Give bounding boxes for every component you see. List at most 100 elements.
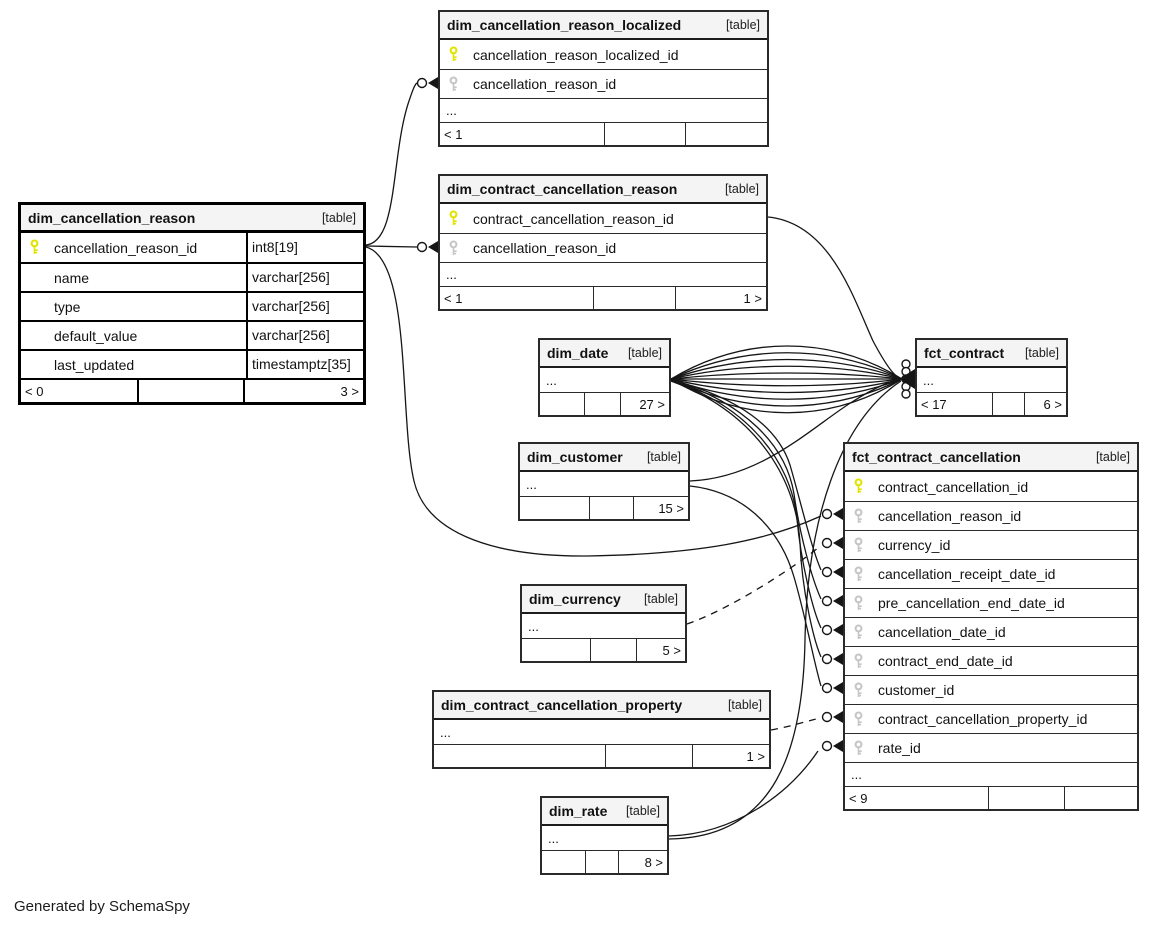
- primary-key-icon: [845, 478, 871, 495]
- foreign-key-icon: [440, 239, 466, 257]
- child-count-cell: 1 >: [674, 287, 766, 309]
- foreign-key-icon: [845, 681, 871, 699]
- table-node-dim_date[interactable]: dim_date[table]...27 >: [538, 338, 671, 417]
- fk-edge-dim_cancellation_reason.cancellation_reason_id--fct_contract_cancellation.cancellation_reason_id: [365, 246, 822, 557]
- table-type-tag: [table]: [1024, 346, 1059, 360]
- fk-edge-dim_customer--fct_contract_cancellation.customer_id: [689, 485, 822, 687]
- table-header[interactable]: dim_rate [table]: [542, 798, 667, 826]
- table-type-tag: [table]: [321, 210, 356, 225]
- ellipsis-label: ...: [526, 476, 537, 492]
- table-name[interactable]: dim_cancellation_reason: [28, 209, 196, 226]
- column-name: cancellation_receipt_date_id: [878, 566, 1056, 582]
- spacer-cell: [604, 745, 692, 767]
- table-name[interactable]: dim_cancellation_reason_localized: [447, 17, 682, 33]
- table-type-tag: [table]: [646, 450, 681, 464]
- table-node-dim_customer[interactable]: dim_customer [table]... 15 >: [518, 442, 690, 521]
- table-name[interactable]: dim_contract_cancellation_reason: [447, 181, 678, 197]
- table-name[interactable]: dim_customer: [527, 449, 623, 465]
- fk-edge-dim_currency--fct_contract_cancellation.currency_id: [686, 547, 819, 625]
- table-node-dim_contract_cancellation_property[interactable]: dim_contract_cancellation_property[table…: [432, 690, 771, 769]
- spacer-cell: [593, 287, 675, 309]
- column-name: cancellation_reason_id: [473, 240, 617, 256]
- table-node-dim_rate[interactable]: dim_rate[table]...8 >: [540, 796, 669, 875]
- column-name: currency_id: [878, 537, 951, 553]
- table-header[interactable]: dim_cancellation_reason [table]: [21, 205, 363, 233]
- table-header[interactable]: fct_contract [table]: [917, 340, 1066, 368]
- spacer-cell: [583, 393, 620, 415]
- child-count-cell: 5 >: [636, 639, 685, 661]
- table-name[interactable]: dim_date: [547, 345, 609, 361]
- spacer-cell: [603, 123, 686, 145]
- column-row-cancellation_reason_localized_id: cancellation_reason_localized_id: [440, 40, 767, 69]
- column-row-cancellation_date_id: cancellation_date_id: [845, 617, 1137, 646]
- fk-edge-dim_date--fct_contract_cancellation.pre_cancellation_end_date_id: [670, 379, 822, 600]
- relationship-count-footer: < 1: [440, 122, 767, 145]
- foreign-key-icon: [845, 710, 871, 728]
- table-type-tag: [table]: [1095, 450, 1130, 464]
- fk-edge-dim_cancellation_reason.cancellation_reason_id--dim_contract_cancellation_reason.cancellation_reason_id: [365, 245, 418, 248]
- table-header[interactable]: dim_contract_cancellation_reason[table]: [440, 176, 766, 204]
- table-node-dim_currency[interactable]: dim_currency[table]...5 >: [520, 584, 687, 663]
- column-row-pre_cancellation_end_date_id: pre_cancellation_end_date_id: [845, 588, 1137, 617]
- edge-endpoint-marker-fct_contract_cancellation.rate_id: [821, 740, 843, 752]
- spacer-cell: [988, 787, 1064, 809]
- table-node-dim_cancellation_reason_localized[interactable]: dim_cancellation_reason_localized[table]…: [438, 10, 769, 147]
- foreign-key-icon: [845, 594, 871, 612]
- generated-by-note: Generated by SchemaSpy: [14, 898, 190, 915]
- column-row-cancellation_receipt_date_id: cancellation_receipt_date_id: [845, 559, 1137, 588]
- table-header[interactable]: dim_date[table]: [540, 340, 669, 368]
- column-name: cancellation_reason_id: [473, 76, 617, 92]
- child-count-cell: 3 >: [243, 380, 363, 402]
- table-node-dim_cancellation_reason[interactable]: dim_cancellation_reason [table] cancellati…: [18, 202, 366, 405]
- table-type-tag: [table]: [625, 804, 660, 818]
- hidden-columns-row: ...: [917, 368, 1066, 392]
- table-header[interactable]: dim_contract_cancellation_property[table…: [434, 692, 769, 720]
- hidden-columns-row: ...: [540, 368, 669, 392]
- fk-edge-dim_date--fct_contract: [670, 378, 903, 400]
- relationship-count-footer: 15 >: [520, 496, 688, 519]
- relationship-count-footer: 5 >: [522, 638, 685, 661]
- child-count-cell: 8 >: [618, 851, 667, 873]
- column-name: contract_cancellation_id: [878, 478, 1029, 495]
- column-row-cancellation_reason_id: cancellation_reason_id: [440, 233, 766, 262]
- table-name[interactable]: fct_contract_cancellation: [852, 449, 1021, 465]
- table-node-fct_contract_cancellation[interactable]: fct_contract_cancellation [table] contract…: [843, 442, 1139, 811]
- fk-edge-dim_date--fct_contract_cancellation.contract_end_date_id: [670, 380, 822, 658]
- edge-endpoint-marker-fct_contract_cancellation.pre_cancellation_end_date_id: [821, 595, 843, 607]
- hidden-columns-row: ...: [522, 614, 685, 638]
- table-header[interactable]: dim_customer [table]: [520, 444, 688, 472]
- hidden-columns-row: ...: [520, 472, 688, 496]
- parent-count-cell: [540, 393, 584, 415]
- child-count-cell: 6 >: [1024, 393, 1066, 415]
- spacer-cell: [584, 851, 619, 873]
- table-name[interactable]: dim_rate: [549, 803, 608, 819]
- spacer-cell: [991, 393, 1025, 415]
- table-name[interactable]: dim_currency: [529, 591, 621, 607]
- column-name: name: [54, 269, 90, 286]
- fk-edge-dim_date--fct_contract_cancellation.cancellation_receipt_date_id: [670, 379, 822, 571]
- foreign-key-icon: [845, 536, 871, 554]
- table-header[interactable]: dim_cancellation_reason_localized[table]: [440, 12, 767, 40]
- fk-edge-dim_date--fct_contract: [670, 378, 903, 387]
- column-row-cancellation_reason_id: cancellation_reason_id: [440, 69, 767, 98]
- column-row-cancellation_reason_id: cancellation_reason_id: [845, 501, 1137, 530]
- spacer-cell: [590, 639, 636, 661]
- table-name[interactable]: fct_contract: [924, 345, 1005, 361]
- column-name: contract_cancellation_property_id: [878, 711, 1088, 727]
- child-count-cell: [685, 123, 767, 145]
- table-header[interactable]: dim_currency[table]: [522, 586, 685, 614]
- table-node-dim_contract_cancellation_reason[interactable]: dim_contract_cancellation_reason[table]c…: [438, 174, 768, 311]
- table-header[interactable]: fct_contract_cancellation [table]: [845, 444, 1137, 472]
- primary-key-icon: [21, 239, 47, 256]
- column-name: pre_cancellation_end_date_id: [878, 595, 1065, 611]
- child-count-cell: [1063, 787, 1137, 809]
- table-name[interactable]: dim_contract_cancellation_property: [441, 697, 683, 713]
